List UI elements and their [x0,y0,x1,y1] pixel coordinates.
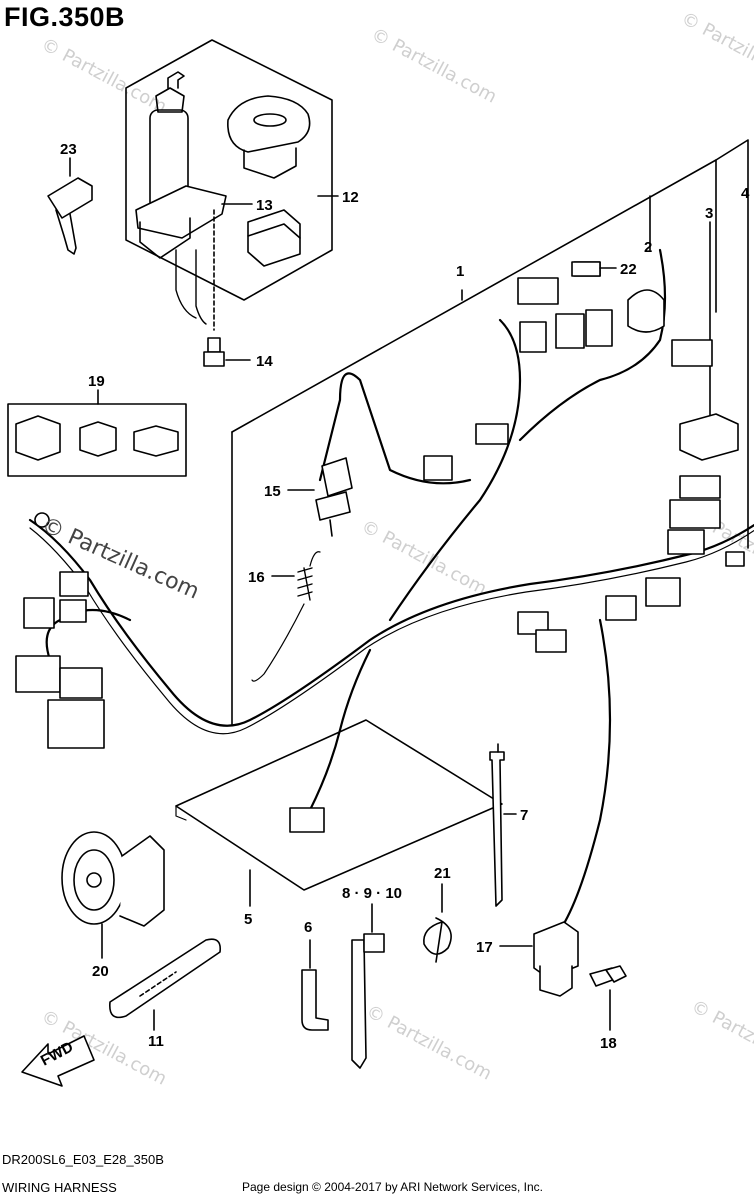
callout-7: 7 [520,807,528,824]
callout-23: 23 [60,141,77,158]
bolt-icon [203,337,251,367]
watermark-faint: © Partzilla.com [678,8,754,92]
cable-tie-icon [489,743,517,907]
callout-19: 19 [88,373,105,390]
band-clamp-icon [109,938,222,1031]
callout-1: 1 [456,263,464,280]
callout-11: 11 [148,1033,164,1050]
harness-frame [231,139,749,725]
relay-group [7,389,187,477]
callout-21: 21 [434,865,451,882]
callout-22: 22 [620,261,637,278]
watermark-faint: © Partzilla.com [358,516,491,600]
callout-16: 16 [248,569,265,586]
watermark-faint: © Partzilla.com [688,996,754,1080]
cable-tie-clamp-icon [351,903,385,1069]
callout-13: 13 [256,197,273,214]
bracket-icon [301,939,329,1031]
lock-set-group [125,39,339,331]
callout-8-9-10: 8 · 9 · 10 [342,885,402,902]
watermark-layer: © Partzilla.com © Partzilla.com © Partzi… [38,8,754,1090]
callout-labels: 1 2 3 4 5 6 7 8 · 9 · 10 11 12 13 14 15 … [60,141,750,1052]
callout-18: 18 [600,1035,617,1052]
figure-title: FIG.350B [4,2,126,32]
watermark-faint: © Partzilla.com [38,34,171,118]
harness-connectors [15,261,745,833]
bolt-icon [589,965,627,1031]
callout-2: 2 [644,239,652,256]
callout-14: 14 [256,353,273,370]
stop-switch-icon [287,457,353,537]
wiring-harness [28,248,754,932]
watermark-faint: © Partzilla.com [363,1001,496,1085]
sheet-pad [175,719,503,907]
spring-icon [251,551,321,682]
callout-4: 4 [741,185,750,202]
copyright-notice: Page design © 2004-2017 by ARI Network S… [242,1180,544,1194]
section-name: WIRING HARNESS [2,1180,117,1195]
fuse-connector-icon [571,261,617,277]
callout-20: 20 [92,963,109,980]
key-icon [47,157,93,255]
fwd-direction-badge: FWD [21,1035,95,1087]
callout-3: 3 [705,205,713,222]
callout-17: 17 [476,939,493,956]
horn-icon [61,831,165,959]
watermark-faint: © Partzilla.com [368,24,501,108]
callout-15: 15 [264,483,281,500]
callout-6: 6 [304,919,312,936]
callout-5: 5 [244,911,252,928]
callout-12: 12 [342,189,359,206]
wire-clamp-icon [423,883,452,963]
sensor-icon [499,921,579,997]
diagram-code: DR200SL6_E03_E28_350B [2,1152,164,1167]
